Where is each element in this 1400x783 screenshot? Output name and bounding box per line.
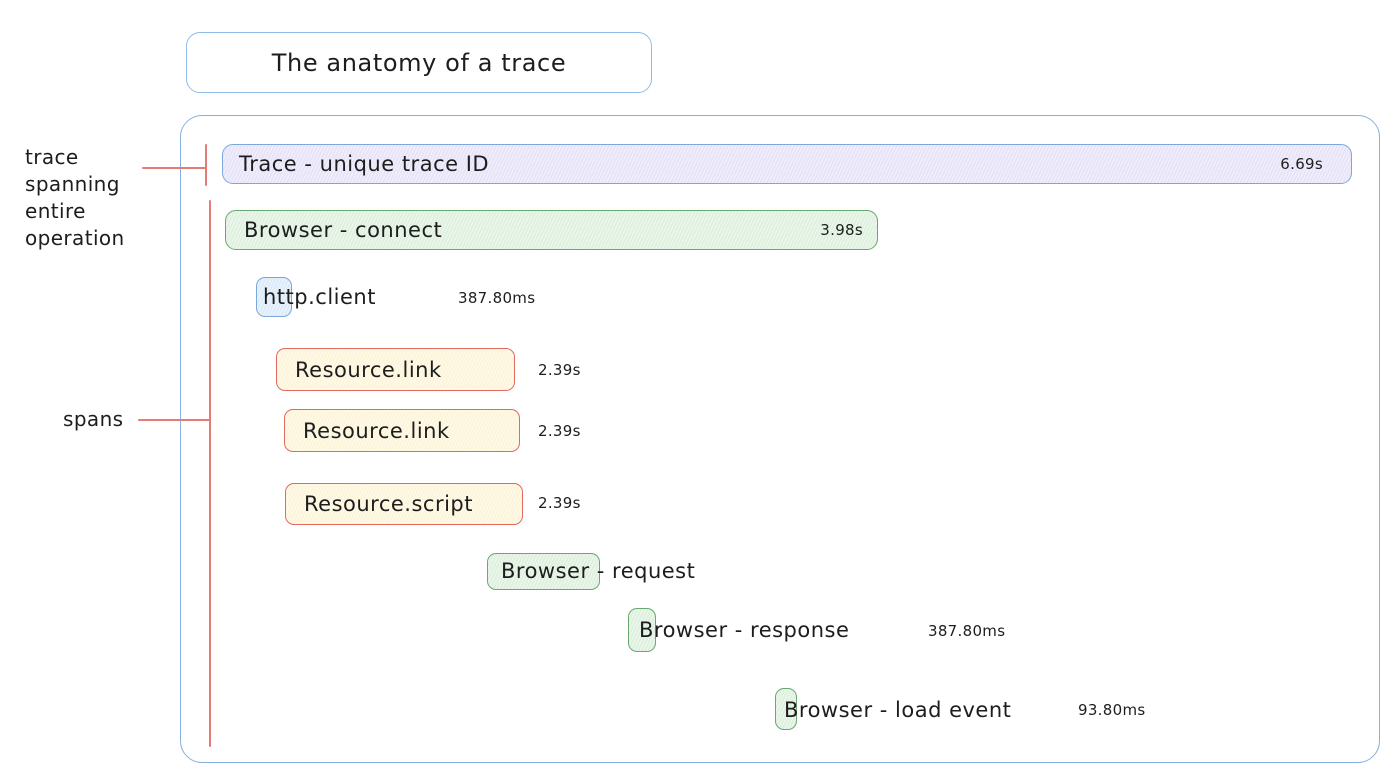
resource-link-span-box: Resource.link <box>276 348 515 391</box>
span-duration: 93.80ms <box>1078 701 1146 719</box>
spans-bracket-line <box>209 200 211 747</box>
span-label: http.client <box>263 285 376 309</box>
browser-connect-span-bar: Browser - connect 3.98s <box>225 210 878 250</box>
annotation-spans: spans <box>63 407 124 431</box>
http-client-span-box <box>256 277 292 317</box>
browser-request-span-box <box>487 553 600 590</box>
span-label: Browser - response <box>639 618 850 642</box>
browser-load-event-span-box <box>775 688 797 730</box>
span-duration: 3.98s <box>820 221 863 239</box>
span-duration: 2.39s <box>538 361 581 379</box>
resource-script-span-box: Resource.script <box>285 483 523 525</box>
span-duration: 6.69s <box>1280 155 1323 173</box>
span-duration: 387.80ms <box>928 622 1006 640</box>
trace-container-outline <box>180 115 1380 763</box>
span-duration: 387.80ms <box>458 289 536 307</box>
span-label: Browser - request <box>501 559 696 583</box>
span-label: Browser - connect <box>244 218 443 242</box>
trace-annotation-leader-line <box>142 167 206 169</box>
trace-span-bar: Trace - unique trace ID 6.69s <box>222 144 1352 184</box>
title-box: The anatomy of a trace <box>186 32 652 93</box>
span-duration: 2.39s <box>538 494 581 512</box>
span-label: Browser - load event <box>784 698 1012 722</box>
span-label: Resource.script <box>304 492 473 516</box>
annotation-trace-spanning: trace spanning entire operation <box>25 145 125 250</box>
spans-annotation-leader-line <box>138 419 210 421</box>
resource-link-span-box: Resource.link <box>284 409 520 452</box>
browser-response-span-box <box>628 608 656 652</box>
trace-annotation-tick <box>205 144 207 186</box>
diagram-title: The anatomy of a trace <box>271 48 567 77</box>
span-duration: 2.39s <box>538 422 581 440</box>
span-label: Resource.link <box>303 418 450 443</box>
span-label: Trace - unique trace ID <box>239 152 490 176</box>
span-label: Resource.link <box>295 357 442 382</box>
